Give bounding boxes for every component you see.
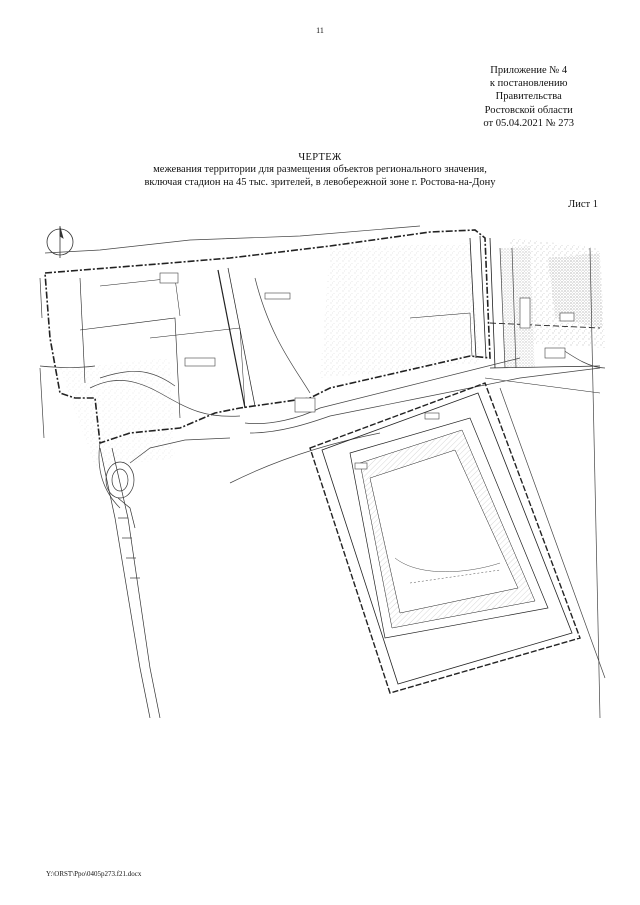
heading-line-1: межевания территории для размещения объе…: [153, 164, 487, 176]
appendix-line-2: к постановлению: [489, 78, 568, 90]
terrain-texture: [60, 238, 605, 468]
site-plan-drawing: [39, 225, 606, 718]
page-number: 11: [316, 26, 324, 35]
appendix-line-4: Ростовской области: [484, 104, 573, 116]
north-arrow-icon: [46, 226, 74, 258]
appendix-block: Приложение № 4 к постановлению Правитель…: [483, 64, 574, 130]
sheet-label: Лист 1: [568, 199, 598, 210]
heading-title: ЧЕРТЕЖ: [298, 152, 342, 163]
stadium-parcel: [309, 382, 581, 694]
road-lines: [39, 247, 606, 509]
interchange: [99, 447, 161, 718]
appendix-line-5: от 05.04.2021 № 273: [483, 117, 574, 129]
edge-lines: [39, 225, 606, 718]
building-blocks: [159, 272, 575, 470]
document-heading: ЧЕРТЕЖ межевания территории для размещен…: [0, 152, 640, 189]
appendix-line-1: Приложение № 4: [490, 65, 568, 76]
footer-file-path: Y:\ORST\Ppo\0405p273.f21.docx: [46, 870, 142, 878]
heading-line-2: включая стадион на 45 тыс. зрителей, в л…: [144, 176, 496, 188]
appendix-line-3: Правительства: [495, 91, 562, 103]
